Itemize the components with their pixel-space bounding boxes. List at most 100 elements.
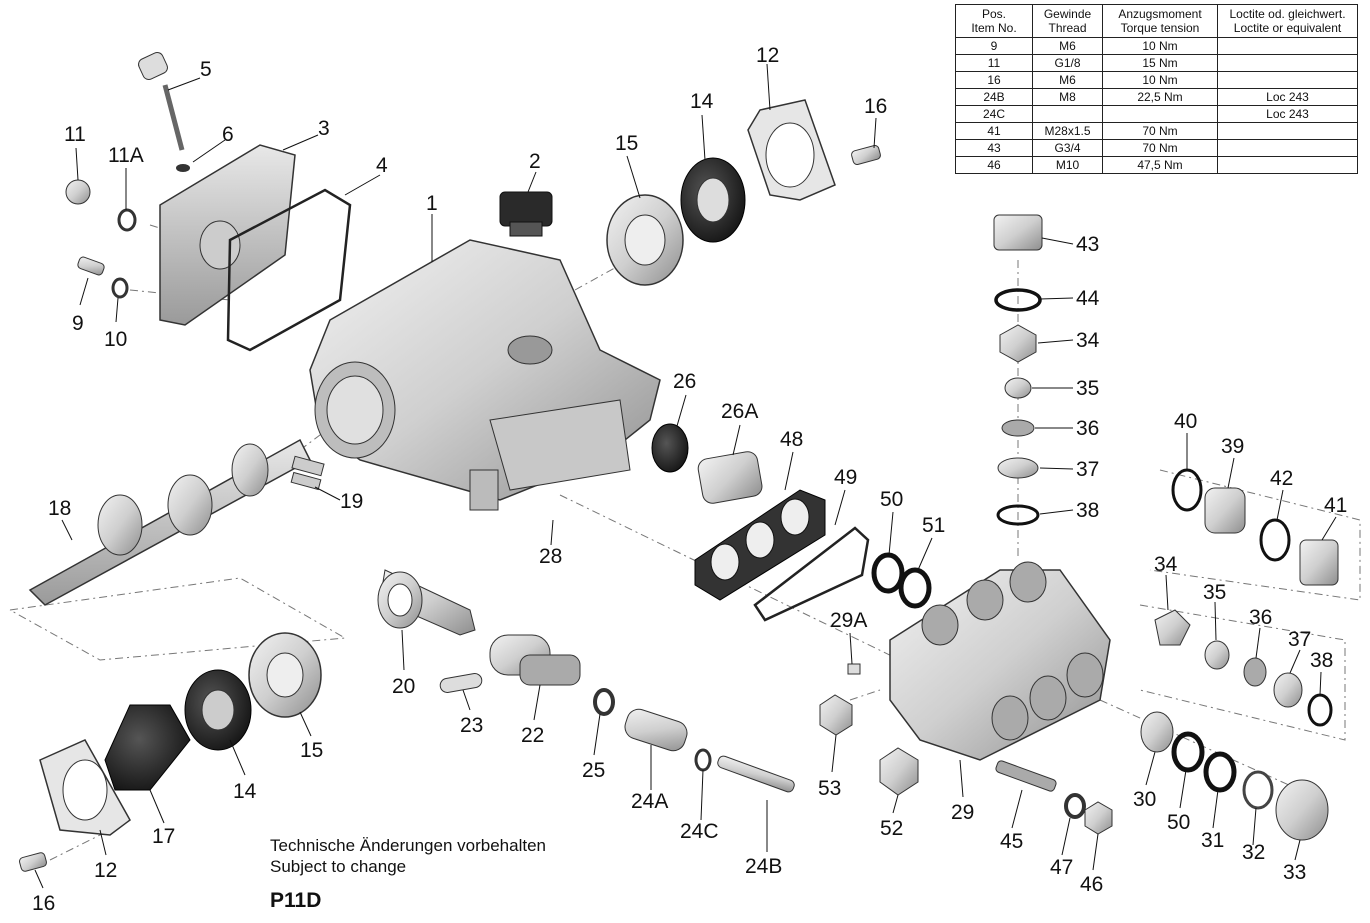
callout-15-upper: 15 xyxy=(615,132,638,155)
callout-36-lower: 36 xyxy=(1249,606,1272,629)
callout-4: 4 xyxy=(376,154,388,177)
cell-thread: M6 xyxy=(1032,37,1103,55)
stud-assembly xyxy=(995,760,1113,835)
callout-34-upper: 34 xyxy=(1076,329,1100,352)
model-number: P11D xyxy=(270,889,322,912)
header-torque-de: Anzugsmoment xyxy=(1118,7,1202,21)
header-loctite: Loctite od. gleichwert.Loctite or equiva… xyxy=(1217,4,1358,38)
callout-50-lower: 50 xyxy=(1167,811,1190,834)
callout-24a: 24A xyxy=(631,790,668,813)
callout-19: 19 xyxy=(340,490,363,513)
connecting-rod-assembly xyxy=(377,569,795,793)
cell-thread xyxy=(1032,105,1103,123)
callout-50-upper: 50 xyxy=(880,488,903,511)
crankshaft xyxy=(28,438,325,606)
callout-25: 25 xyxy=(582,759,605,782)
cell-loctite xyxy=(1217,37,1358,55)
callout-44: 44 xyxy=(1076,287,1100,310)
callout-5: 5 xyxy=(200,58,212,81)
callout-35-lower: 35 xyxy=(1203,581,1226,604)
cell-pos: 24C xyxy=(955,105,1033,123)
callout-labels: 5 11 6 3 11A 4 1 2 15 14 12 16 9 10 43 4… xyxy=(32,44,1347,915)
cell-pos: 9 xyxy=(955,37,1033,55)
header-thread-en: Thread xyxy=(1048,21,1087,35)
cell-thread: M6 xyxy=(1032,71,1103,89)
cell-pos: 41 xyxy=(955,122,1033,140)
callout-11a: 11A xyxy=(108,144,144,167)
callout-18: 18 xyxy=(48,497,71,520)
header-torque-en: Torque tension xyxy=(1120,21,1200,35)
callout-22: 22 xyxy=(521,724,544,747)
callout-41: 41 xyxy=(1324,494,1347,517)
callout-20: 20 xyxy=(392,675,415,698)
callout-14-lower: 14 xyxy=(233,780,257,803)
callout-51: 51 xyxy=(922,514,945,537)
callout-3: 3 xyxy=(318,117,330,140)
cell-torque: 70 Nm xyxy=(1102,122,1218,140)
callout-36-upper: 36 xyxy=(1076,417,1099,440)
callout-34-lower: 34 xyxy=(1154,553,1178,576)
header-pos: Pos.Item No. xyxy=(955,4,1033,38)
manifold-plugs xyxy=(819,694,919,796)
suction-valve-group xyxy=(1154,609,1333,727)
callout-9: 9 xyxy=(72,312,84,335)
header-loctite-de: Loctite od. gleichwert. xyxy=(1229,7,1346,21)
callout-35-upper: 35 xyxy=(1076,377,1099,400)
oil-plug xyxy=(499,191,553,237)
cover-gasket xyxy=(226,188,352,352)
callout-29a: 29A xyxy=(830,609,867,632)
packing-group xyxy=(1140,711,1329,841)
leader-lines xyxy=(34,63,1337,889)
callout-6: 6 xyxy=(222,123,234,146)
cell-pos: 43 xyxy=(955,139,1033,157)
callout-37-lower: 37 xyxy=(1288,628,1311,651)
callout-38-upper: 38 xyxy=(1076,499,1099,522)
callout-33: 33 xyxy=(1283,861,1306,884)
cell-torque: 70 Nm xyxy=(1102,139,1218,157)
cell-torque: 47,5 Nm xyxy=(1102,156,1218,174)
cell-torque: 10 Nm xyxy=(1102,71,1218,89)
callout-11: 11 xyxy=(64,123,86,146)
assembly-lines xyxy=(9,224,1361,861)
cell-loctite: Loc 243 xyxy=(1217,88,1358,106)
cell-thread: M8 xyxy=(1032,88,1103,106)
callout-16-lower: 16 xyxy=(32,892,55,915)
cell-thread: G3/4 xyxy=(1032,139,1103,157)
cell-thread: M10 xyxy=(1032,156,1103,174)
crankcase-cover xyxy=(159,144,296,326)
callout-31: 31 xyxy=(1201,829,1224,852)
callout-28: 28 xyxy=(539,545,562,568)
cell-pos: 11 xyxy=(955,54,1033,72)
callout-42: 42 xyxy=(1270,467,1293,490)
callout-26: 26 xyxy=(673,370,696,393)
callout-15-lower: 15 xyxy=(300,739,323,762)
disclaimer-english: Subject to change xyxy=(270,857,407,876)
header-loctite-en: Loctite or equivalent xyxy=(1233,21,1342,35)
callout-14-upper: 14 xyxy=(690,90,714,113)
upper-bearing-stack xyxy=(606,99,881,286)
cell-pos: 16 xyxy=(955,71,1033,89)
header-pos-en: Item No. xyxy=(971,21,1017,35)
cell-loctite xyxy=(1217,139,1358,157)
cell-loctite xyxy=(1217,156,1358,174)
cell-loctite xyxy=(1217,122,1358,140)
discharge-valve-group xyxy=(1171,468,1339,586)
callout-39: 39 xyxy=(1221,435,1244,458)
callout-53: 53 xyxy=(818,777,841,800)
cell-pos: 24B xyxy=(955,88,1033,106)
dipstick xyxy=(138,52,190,172)
cell-pos: 46 xyxy=(955,156,1033,174)
callout-48: 48 xyxy=(780,428,803,451)
callout-52: 52 xyxy=(880,817,903,840)
